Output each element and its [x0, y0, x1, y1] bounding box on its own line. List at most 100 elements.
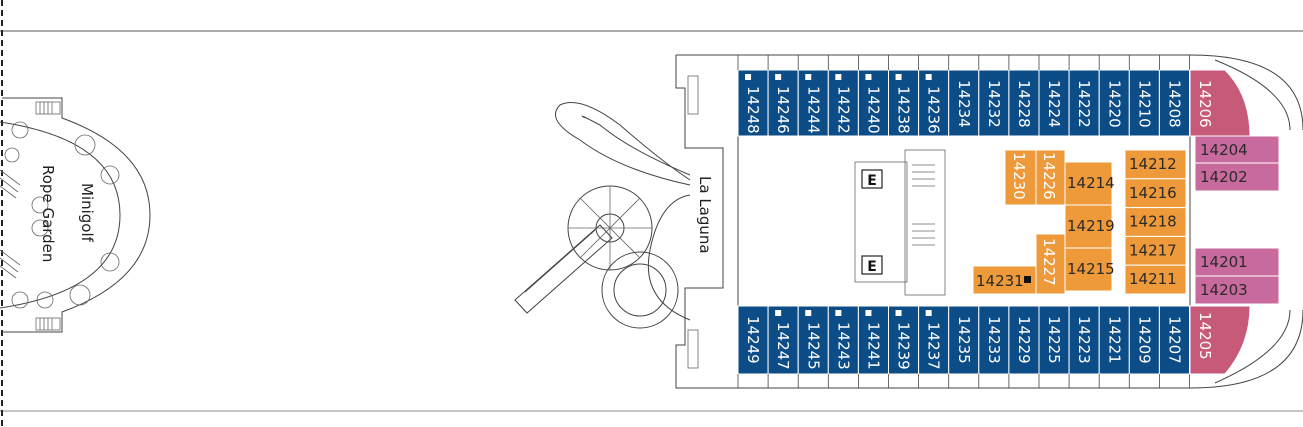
inside-cabin-label-14212: 14212 [1129, 155, 1177, 173]
minigolf-label: Minigolf [78, 183, 96, 243]
bottom-cabin-label-14249: 14249 [744, 316, 762, 364]
bottom-cabin-label-14209: 14209 [1135, 316, 1153, 364]
top-cabin-label-14210: 14210 [1135, 80, 1153, 128]
inside-cabin-14226[interactable] [1035, 149, 1066, 206]
top-cabin-14246[interactable] [767, 69, 799, 137]
inside-cabin-label-14214: 14214 [1067, 174, 1115, 192]
bottom-cabin-14229[interactable] [1008, 305, 1040, 375]
bottom-cabin-label-14235: 14235 [955, 316, 973, 364]
inside-cabin-14214[interactable] [1064, 161, 1113, 206]
accessible-marker [835, 310, 842, 316]
accessible-marker [805, 74, 812, 80]
bottom-cabin-label-14243: 14243 [834, 322, 852, 370]
corner-cabin-14205[interactable] [1189, 305, 1251, 375]
bottom-cabin-14245[interactable] [797, 305, 829, 375]
inside-cabin-label-14215: 14215 [1067, 260, 1115, 278]
inside-cabin-14230[interactable] [1004, 149, 1037, 206]
top-cabin-label-14244: 14244 [804, 86, 822, 134]
bottom-cabin-14209[interactable] [1128, 305, 1160, 375]
top-cabin-label-14234: 14234 [955, 80, 973, 128]
elevator-bottom-label: E [867, 259, 877, 275]
top-cabin-14210[interactable] [1128, 69, 1160, 137]
bottom-cabin-14247[interactable] [767, 305, 799, 375]
la-laguna-label: La Laguna [696, 176, 714, 254]
accessible-marker [895, 310, 902, 316]
accessible-marker [895, 74, 902, 80]
inside-cabin-label-14216: 14216 [1129, 184, 1177, 202]
corner-cabin-label-14206: 14206 [1196, 80, 1214, 128]
suite-cabin-14201[interactable] [1194, 247, 1280, 277]
elevator-bottom [861, 255, 883, 275]
inside-cabin-label-14217: 14217 [1129, 241, 1177, 259]
top-cabin-label-14242: 14242 [834, 86, 852, 134]
accessible-marker [865, 74, 872, 80]
top-cabin-14224[interactable] [1038, 69, 1070, 137]
top-cabin-14208[interactable] [1158, 69, 1191, 137]
corner-cabin-label-14205: 14205 [1196, 312, 1214, 360]
top-cabin-label-14232: 14232 [985, 80, 1003, 128]
suite-cabin-14204[interactable] [1194, 135, 1280, 164]
accessible-marker [775, 310, 782, 316]
bottom-cabin-label-14245: 14245 [804, 322, 822, 370]
inside-cabin-label-14219: 14219 [1067, 217, 1115, 235]
top-cabin-14238[interactable] [888, 69, 920, 137]
top-cabin-14222[interactable] [1068, 69, 1100, 137]
bottom-cabin-14235[interactable] [948, 305, 980, 375]
top-cabin-label-14240: 14240 [864, 86, 882, 134]
bottom-cabin-14221[interactable] [1098, 305, 1130, 375]
top-cabin-14234[interactable] [948, 69, 980, 137]
top-cabin-14220[interactable] [1098, 69, 1130, 137]
accessible-marker [925, 74, 932, 80]
bottom-cabin-14243[interactable] [827, 305, 859, 375]
inside-cabin-14227[interactable] [1035, 233, 1066, 295]
top-cabin-label-14228: 14228 [1015, 80, 1033, 128]
inside-cabin-14218[interactable] [1124, 207, 1187, 237]
top-cabin-label-14246: 14246 [774, 86, 792, 134]
top-cabin-14244[interactable] [797, 69, 829, 137]
minigolf-area: Minigolf Rope Garden [0, 97, 151, 333]
elevator-top [861, 169, 883, 189]
accessible-marker [745, 74, 752, 80]
bottom-cabin-label-14247: 14247 [774, 322, 792, 370]
bottom-cabin-label-14223: 14223 [1075, 316, 1093, 364]
water-slides [514, 102, 691, 329]
bottom-cabin-14207[interactable] [1158, 305, 1191, 375]
suite-cabin-14203[interactable] [1194, 275, 1280, 305]
inside-cabin-14212[interactable] [1124, 149, 1187, 180]
inside-cabin-label-14231: 14231 [976, 272, 1024, 290]
bottom-cabin-label-14221: 14221 [1105, 316, 1123, 364]
suite-cabin-label-14204: 14204 [1200, 141, 1248, 159]
accessible-marker [925, 310, 932, 316]
suite-cabin-14202[interactable] [1194, 162, 1280, 192]
inside-cabin-label-14218: 14218 [1129, 213, 1177, 231]
inside-cabin-14211[interactable] [1124, 264, 1187, 295]
top-cabin-14228[interactable] [1008, 69, 1040, 137]
top-cabin-label-14248: 14248 [744, 86, 762, 134]
bottom-cabin-14239[interactable] [888, 305, 920, 375]
inside-cabin-14216[interactable] [1124, 178, 1187, 209]
accessible-marker [805, 310, 812, 316]
top-cabin-label-14208: 14208 [1165, 80, 1183, 128]
bottom-cabin-label-14207: 14207 [1165, 316, 1183, 364]
bottom-cabin-label-14237: 14237 [925, 322, 943, 370]
bottom-cabin-label-14229: 14229 [1015, 316, 1033, 364]
bottom-cabin-label-14241: 14241 [864, 322, 882, 370]
accessible-marker [835, 74, 842, 80]
suite-cabin-label-14202: 14202 [1200, 168, 1248, 186]
top-cabin-14232[interactable] [978, 69, 1010, 137]
inside-cabin-14215[interactable] [1064, 247, 1113, 292]
bottom-cabin-14225[interactable] [1038, 305, 1070, 375]
bottom-cabin-label-14233: 14233 [985, 316, 1003, 364]
top-cabin-14240[interactable] [857, 69, 890, 137]
top-cabin-label-14220: 14220 [1105, 80, 1123, 128]
bottom-cabin-14233[interactable] [978, 305, 1010, 375]
bottom-cabin-label-14239: 14239 [895, 322, 913, 370]
bottom-cabin-label-14225: 14225 [1045, 316, 1063, 364]
bottom-cabin-14237[interactable] [918, 305, 950, 375]
rope-garden-label: Rope Garden [39, 165, 57, 262]
inside-cabin-label-14211: 14211 [1129, 270, 1177, 288]
accessible-marker [865, 310, 872, 316]
top-cabin-label-14224: 14224 [1045, 80, 1063, 128]
top-cabin-label-14236: 14236 [925, 86, 943, 134]
